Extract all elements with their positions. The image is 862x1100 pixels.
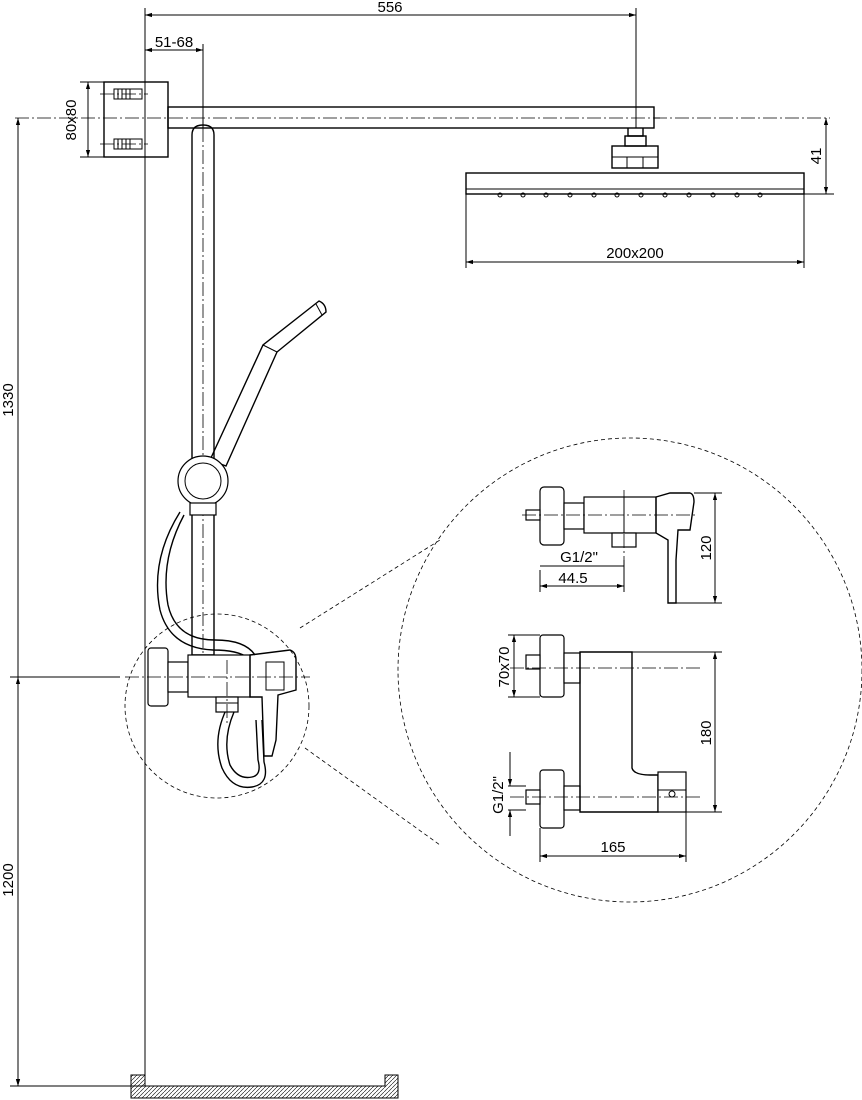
dim-mixer-height: 1200 bbox=[0, 676, 120, 1086]
detail-top-thread-label: G1/2" bbox=[560, 549, 598, 566]
dim-total-height-label: 1330 bbox=[0, 383, 17, 416]
shower-arm bbox=[15, 106, 830, 129]
mixer-main bbox=[125, 647, 310, 757]
riser-rail bbox=[191, 124, 215, 700]
dim-head-height-label: 41 bbox=[808, 148, 825, 165]
detail-front-flange-label: 70x70 bbox=[496, 647, 513, 688]
dim-wall-offset: 51-68 bbox=[145, 34, 204, 128]
slider-holder bbox=[177, 455, 229, 516]
dim-top-width: 556 bbox=[144, 0, 637, 128]
floor-hatch bbox=[130, 1074, 399, 1099]
dim-head-height: 41 bbox=[804, 118, 834, 195]
detail-top-offset-label: 44.5 bbox=[558, 570, 587, 587]
shower-head bbox=[465, 128, 805, 198]
dim-mixer-height-label: 1200 bbox=[0, 863, 17, 896]
dim-top-width-label: 556 bbox=[377, 0, 402, 16]
dim-head-size-label: 200x200 bbox=[606, 245, 664, 262]
detail-front-view: 70x70 G1/2" 180 165 bbox=[490, 634, 722, 862]
dim-head-size: 200x200 bbox=[465, 194, 805, 268]
detail-front-thread-label: G1/2" bbox=[490, 776, 507, 814]
detail-front-height-label: 180 bbox=[698, 720, 715, 745]
shower-head-nozzles bbox=[497, 192, 763, 198]
hand-shower bbox=[209, 300, 327, 467]
detail-front-width-label: 165 bbox=[600, 839, 625, 856]
detail-callout bbox=[124, 437, 862, 903]
detail-top-height-label: 120 bbox=[698, 535, 715, 560]
detail-top-view: 120 G1/2" 44.5 bbox=[522, 486, 722, 604]
dim-wall-offset-label: 51-68 bbox=[155, 34, 193, 51]
dim-total-height: 1330 bbox=[0, 118, 145, 1087]
flange-size-label: 80x80 bbox=[63, 100, 80, 141]
wall-flange: 80x80 bbox=[63, 81, 169, 158]
shower-hose bbox=[156, 511, 267, 789]
